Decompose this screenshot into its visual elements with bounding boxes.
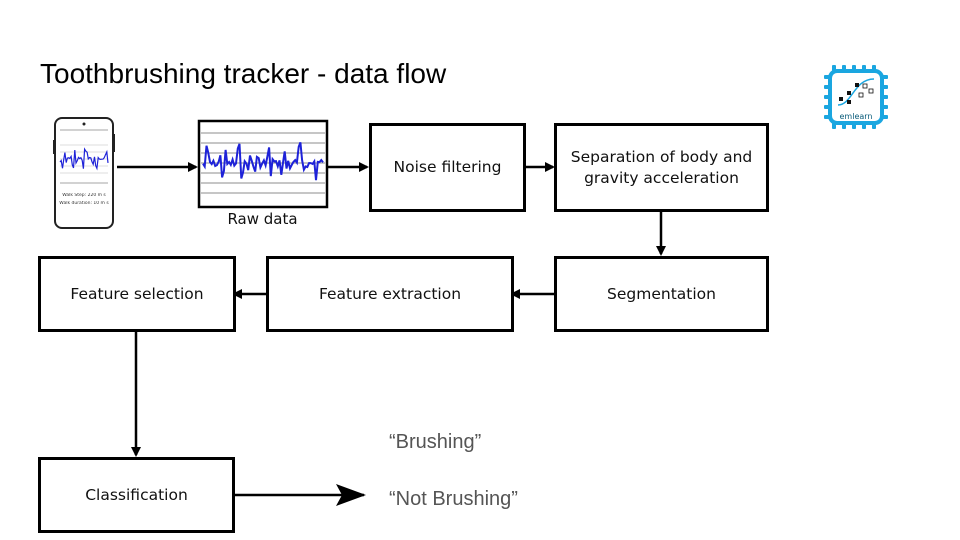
classification-box: Classification: [38, 457, 235, 533]
emlearn-logo: [824, 65, 888, 129]
slide-title: Toothbrushing tracker - data flow: [40, 58, 447, 89]
feature-selection-box: Feature selection: [38, 256, 236, 332]
noise-filtering-box: Noise filtering: [369, 123, 526, 212]
separation-box: Separation of body and gravity accelerat…: [554, 123, 769, 212]
segmentation-label: Segmentation: [607, 284, 716, 303]
noise-filtering-label: Noise filtering: [393, 158, 502, 177]
feature-extraction-box: Feature extraction: [266, 256, 514, 332]
separation-label: Separation of body and gravity accelerat…: [570, 148, 753, 187]
raw-data-label: Raw data: [227, 210, 298, 228]
phone-line-2: Walk duration: 10 m s: [59, 201, 109, 206]
logo-text: emlearn: [839, 112, 873, 121]
phone-line-1: Walk Step: 220 m s: [62, 193, 106, 198]
output-brushing: “Brushing”: [389, 431, 482, 453]
segmentation-box: Segmentation: [554, 256, 769, 332]
feature-extraction-label: Feature extraction: [318, 284, 462, 303]
output-not-brushing: “Not Brushing”: [389, 488, 518, 510]
classification-label: Classification: [85, 485, 188, 504]
feature-selection-label: Feature selection: [70, 284, 204, 303]
